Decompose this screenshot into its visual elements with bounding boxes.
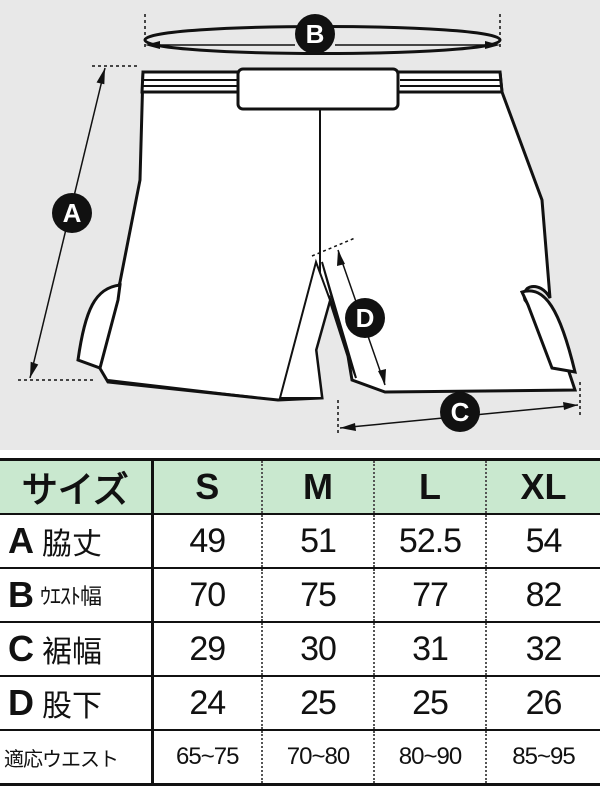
cell: 26 xyxy=(485,675,600,730)
cell: 24 xyxy=(152,675,262,730)
row-letter: B xyxy=(8,574,34,615)
header-size-xl: XL xyxy=(485,458,600,514)
cell: 29 xyxy=(152,621,262,676)
cell: 49 xyxy=(152,513,262,568)
crotch-gusset xyxy=(278,258,332,399)
shorts-outline xyxy=(96,70,578,402)
header-row: サイズ S M L XL xyxy=(0,458,600,514)
cell: 85~95 xyxy=(485,729,600,786)
row-name: 股下 xyxy=(42,689,102,724)
cell: 30 xyxy=(261,621,374,676)
header-size-l: L xyxy=(373,458,486,514)
cell: 70 xyxy=(152,567,262,622)
marker-a-text: A xyxy=(63,198,82,228)
waist-label-patch xyxy=(236,67,400,111)
cell: 80~90 xyxy=(373,729,486,786)
marker-c-text: C xyxy=(451,397,470,427)
header-size-label: サイズ xyxy=(0,458,154,514)
fit-waist-row: 適応ウエスト 65~75 70~80 80~90 85~95 xyxy=(0,729,600,786)
header-size-s: S xyxy=(152,458,262,514)
row-name: 裾幅 xyxy=(42,635,102,670)
left-slit xyxy=(76,283,122,370)
cell: 75 xyxy=(261,567,374,622)
cell: 82 xyxy=(485,567,600,622)
cell: 70~80 xyxy=(261,729,374,786)
marker-d: D xyxy=(345,298,385,338)
cell: 77 xyxy=(373,567,486,622)
marker-a: A xyxy=(52,193,92,233)
row-name: ｳｴｽﾄ幅 xyxy=(40,585,102,610)
row-name: 脇丈 xyxy=(42,527,102,562)
row-letter: A xyxy=(8,520,34,561)
marker-b-text: B xyxy=(306,19,325,49)
marker-d-text: D xyxy=(356,303,375,333)
row-letter: C xyxy=(8,628,34,669)
cell: 32 xyxy=(485,621,600,676)
shorts-drawing: B A D C xyxy=(18,14,581,435)
marker-c: C xyxy=(440,392,480,432)
cell: 25 xyxy=(373,675,486,730)
header-size-m: M xyxy=(261,458,374,514)
cell: 54 xyxy=(485,513,600,568)
cell: 52.5 xyxy=(373,513,486,568)
cell: 51 xyxy=(261,513,374,568)
fit-waist-label: 適応ウエスト xyxy=(0,729,154,786)
cell: 25 xyxy=(261,675,374,730)
row-letter: D xyxy=(8,682,34,723)
shorts-diagram: B A D C xyxy=(0,0,600,450)
cell: 31 xyxy=(373,621,486,676)
right-slit xyxy=(519,289,577,374)
cell: 65~75 xyxy=(152,729,262,786)
marker-b: B xyxy=(295,14,335,54)
